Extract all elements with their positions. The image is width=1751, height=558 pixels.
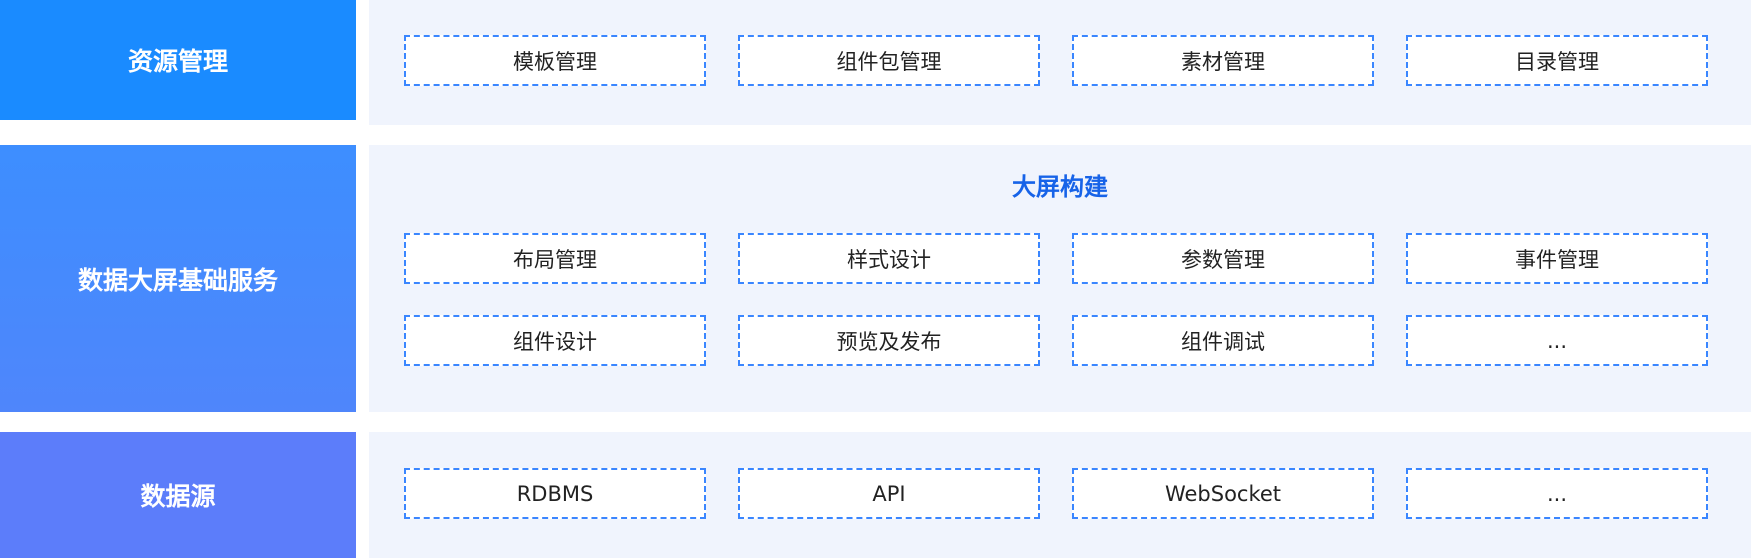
module-preview-and-publish: 预览及发布	[738, 315, 1040, 366]
module-parameter-management: 参数管理	[1072, 233, 1374, 284]
layer-data-sources: 数据源 RDBMS API WebSocket ...	[0, 432, 1751, 558]
layer-label-resource-management: 资源管理	[0, 0, 356, 120]
module-material-management: 素材管理	[1072, 35, 1374, 86]
module-component-debugging: 组件调试	[1072, 315, 1374, 366]
dashboard-services-panel: 大屏构建 布局管理 样式设计 参数管理 事件管理 组件设计 预览及发布 组件调试…	[369, 145, 1751, 412]
source-rdbms: RDBMS	[404, 468, 706, 519]
module-catalog-management: 目录管理	[1406, 35, 1708, 86]
module-style-design: 样式设计	[738, 233, 1040, 284]
module-event-management: 事件管理	[1406, 233, 1708, 284]
module-layout-management: 布局管理	[404, 233, 706, 284]
data-sources-panel: RDBMS API WebSocket ...	[369, 432, 1751, 558]
section-title-dashboard-build: 大屏构建	[1012, 173, 1108, 201]
source-api: API	[738, 468, 1040, 519]
layer-resource-management: 资源管理 模板管理 组件包管理 素材管理 目录管理	[0, 0, 1751, 125]
source-websocket: WebSocket	[1072, 468, 1374, 519]
module-component-design: 组件设计	[404, 315, 706, 366]
layer-dashboard-basic-services: 数据大屏基础服务 大屏构建 布局管理 样式设计 参数管理 事件管理 组件设计 预…	[0, 145, 1751, 412]
layer-label-dashboard-basic-services: 数据大屏基础服务	[0, 145, 356, 412]
module-more-services: ...	[1406, 315, 1708, 366]
module-component-package-management: 组件包管理	[738, 35, 1040, 86]
module-template-management: 模板管理	[404, 35, 706, 86]
source-more: ...	[1406, 468, 1708, 519]
layer-label-data-sources: 数据源	[0, 432, 356, 558]
resource-management-panel: 模板管理 组件包管理 素材管理 目录管理	[369, 0, 1751, 125]
